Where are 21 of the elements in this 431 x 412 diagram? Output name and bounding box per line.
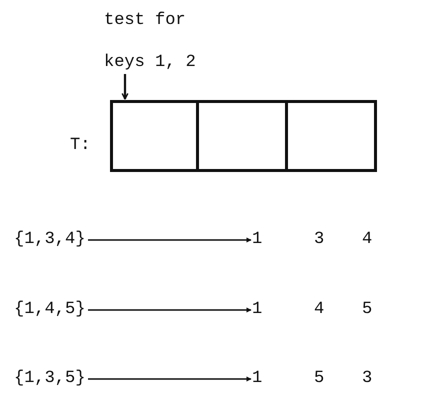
arrow [88, 308, 252, 312]
key-number: 1 [252, 368, 262, 390]
key-number: 4 [362, 229, 372, 251]
annotation-text: test for keys 1, 2 [104, 10, 197, 74]
table-cell-box [199, 100, 288, 172]
table-cell-box [110, 100, 199, 172]
key-number: 3 [314, 229, 324, 251]
arrow [122, 74, 128, 100]
key-set-text: {1,4,5} [14, 299, 86, 321]
key-set-text: {1,3,5} [14, 368, 86, 390]
key-number: 5 [362, 299, 372, 321]
table-name-label: T: [70, 136, 90, 155]
arrow [88, 238, 252, 242]
arrow [88, 376, 252, 382]
key-set-text: {1,3,4} [14, 229, 86, 251]
key-number: 1 [252, 299, 262, 321]
key-number: 4 [314, 299, 324, 321]
key-number: 3 [362, 368, 372, 390]
key-number: 1 [252, 229, 262, 251]
key-number: 5 [314, 368, 324, 390]
table-cell-box [288, 100, 377, 172]
